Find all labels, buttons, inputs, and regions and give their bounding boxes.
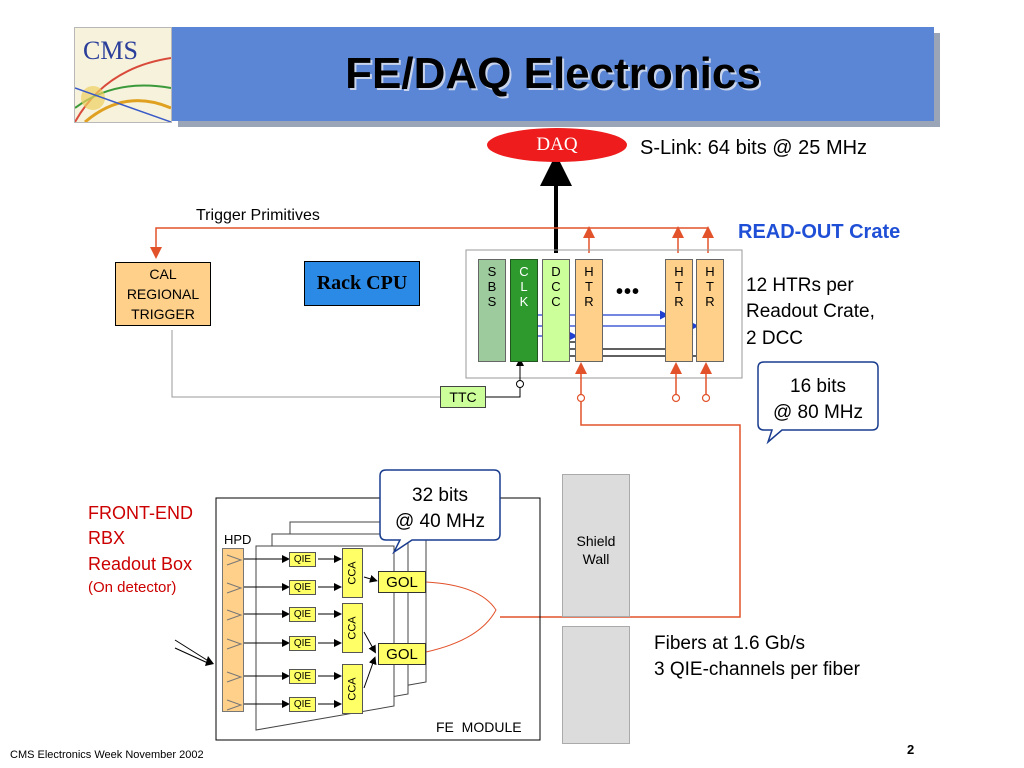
gol-chip: GOL xyxy=(378,643,426,665)
hpd-label: HPD xyxy=(224,532,252,547)
shield-wall-lower xyxy=(562,626,630,744)
rack-cpu-label: Rack CPU xyxy=(316,272,408,294)
slink-label: S-Link: 64 bits @ 25 MHz xyxy=(640,137,868,159)
qie-chip: QIE xyxy=(289,697,316,712)
ttc-label: TTC xyxy=(449,389,477,405)
shield-wall-label: Shield xyxy=(576,533,616,549)
qie-chip: QIE xyxy=(289,552,316,567)
cca-chip: CCA xyxy=(342,603,363,653)
cms-logo: CMS xyxy=(74,27,172,123)
front-end-label: FRONT-END xyxy=(88,503,193,523)
footer-text: CMS Electronics Week November 2002 xyxy=(10,749,204,761)
shield-wall-label: Wall xyxy=(582,551,610,567)
cca-chip: CCA xyxy=(342,664,363,714)
on-detector-label: (On detector) xyxy=(88,579,177,596)
rbx-label: RBX xyxy=(88,528,126,548)
fe-module-outline xyxy=(215,497,541,741)
htr-note-line: Readout Crate, xyxy=(746,301,875,322)
readout-box-label: Readout Box xyxy=(88,554,193,574)
callout-16-bubble xyxy=(757,361,879,445)
readout-crate-label: READ-OUT Crate xyxy=(738,221,901,243)
fibers-note-line: 3 QIE-channels per fiber xyxy=(654,659,860,680)
trigger-primitives-label: Trigger Primitives xyxy=(196,207,320,224)
callout-16-line: @ 80 MHz xyxy=(772,402,864,423)
cal-trigger-line: CAL xyxy=(149,266,177,282)
fibers-note-line: Fibers at 1.6 Gb/s xyxy=(654,633,806,654)
callout-32-line: @ 40 MHz xyxy=(394,511,486,532)
qie-chip: QIE xyxy=(289,580,316,595)
cal-regional-trigger-box: CAL REGIONAL TRIGGER xyxy=(115,262,211,326)
qie-chip: QIE xyxy=(289,636,316,651)
cms-logo-text: CMS xyxy=(83,36,138,65)
cca-chip: CCA xyxy=(342,548,363,598)
fe-module-label: FE MODULE xyxy=(436,719,522,735)
cal-trigger-line: REGIONAL xyxy=(126,286,200,302)
slide-title: FE/DAQ Electronics xyxy=(345,49,761,98)
readout-crate-outline xyxy=(465,249,743,379)
hpd-pixels-icon xyxy=(226,554,243,711)
htr-note-line: 2 DCC xyxy=(746,328,804,349)
gol-chip: GOL xyxy=(378,571,426,593)
htr-ellipsis: ••• xyxy=(616,281,641,303)
hpd-block xyxy=(222,548,244,712)
ttc-box: TTC xyxy=(440,386,486,408)
htr-note-line: 12 HTRs per xyxy=(746,275,854,296)
qie-chip: QIE xyxy=(289,669,316,684)
cms-logo-graphic xyxy=(75,57,171,122)
trigger-primitives-line xyxy=(150,227,708,259)
daq-ellipse: DAQ xyxy=(487,128,627,162)
page-number: 2 xyxy=(907,742,915,757)
callout-32-bubble xyxy=(379,469,501,555)
rack-cpu-box: Rack CPU xyxy=(304,261,420,306)
title-bar xyxy=(172,27,934,121)
qie-chip: QIE xyxy=(289,607,316,622)
callout-32-line: 32 bits xyxy=(412,485,468,506)
callout-16-line: 16 bits xyxy=(790,376,846,397)
daq-label: DAQ xyxy=(536,134,578,155)
cal-trigger-line: TRIGGER xyxy=(131,306,195,322)
shield-wall-upper xyxy=(562,474,630,617)
